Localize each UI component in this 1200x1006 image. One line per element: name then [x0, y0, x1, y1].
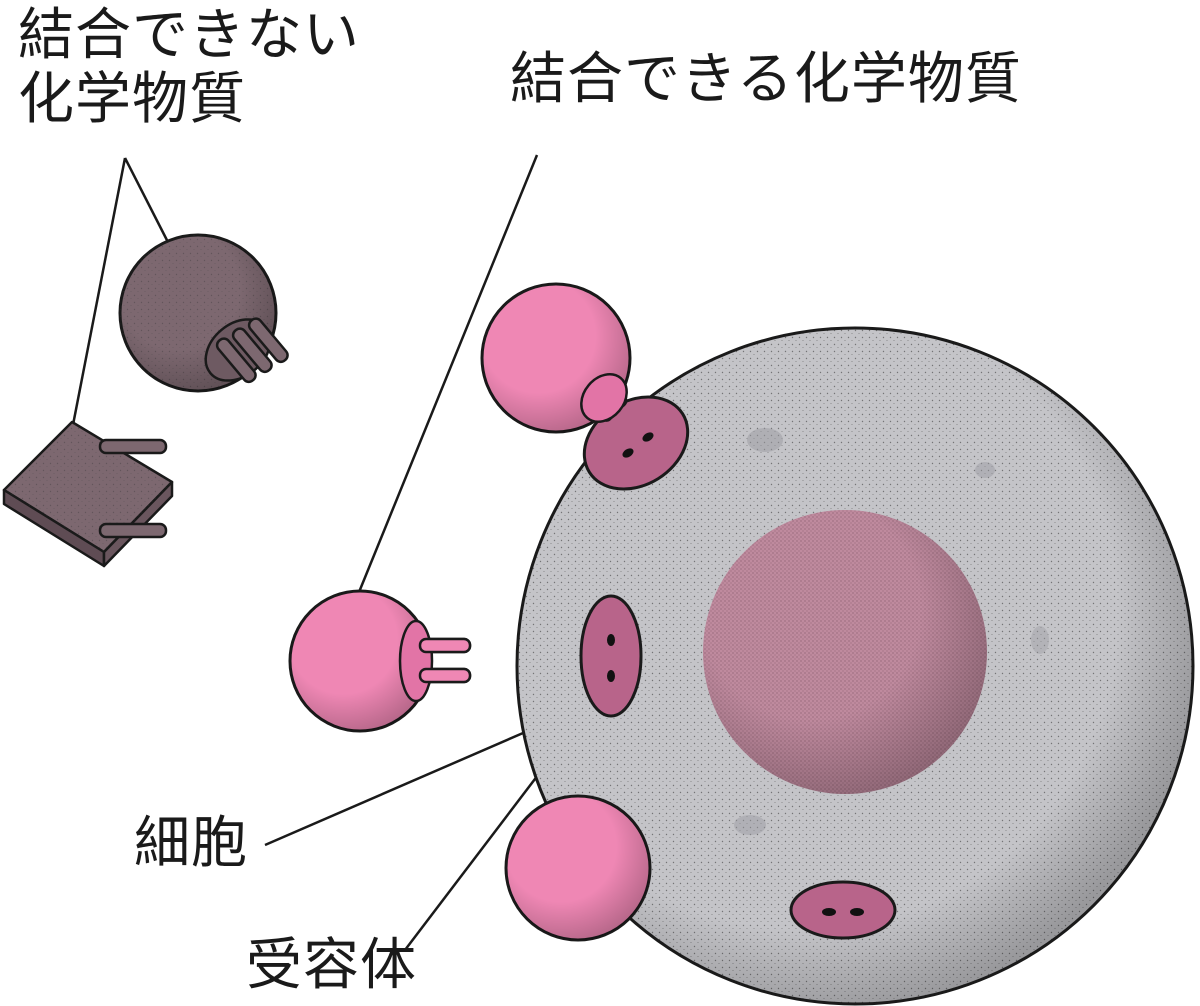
binding-chemical-top — [480, 282, 632, 434]
label-receptor: 受容体 — [246, 933, 417, 998]
nonbinding-chemical-sphere — [118, 233, 289, 393]
nonbinding-chemical-cube — [2, 420, 174, 568]
label-cell: 細胞 — [134, 811, 248, 876]
binding-chemical-bottom — [504, 794, 652, 942]
label-binding-chemical: 結合できる化学物質 — [510, 47, 1022, 112]
nucleus — [703, 510, 987, 794]
label-nonbinding-chemical-line2: 化学物質 — [18, 67, 246, 132]
binding-chemical-floating — [288, 589, 472, 733]
leader-binding-chemical — [353, 154, 539, 603]
receptor-bottom — [789, 880, 897, 940]
leader-nonbinding-to-sphere — [123, 157, 175, 253]
label-nonbinding-chemical-line1: 結合できない — [18, 3, 360, 68]
leader-nonbinding-to-cube — [70, 157, 127, 431]
receptor-left — [579, 594, 643, 718]
leader-cell — [264, 728, 531, 847]
